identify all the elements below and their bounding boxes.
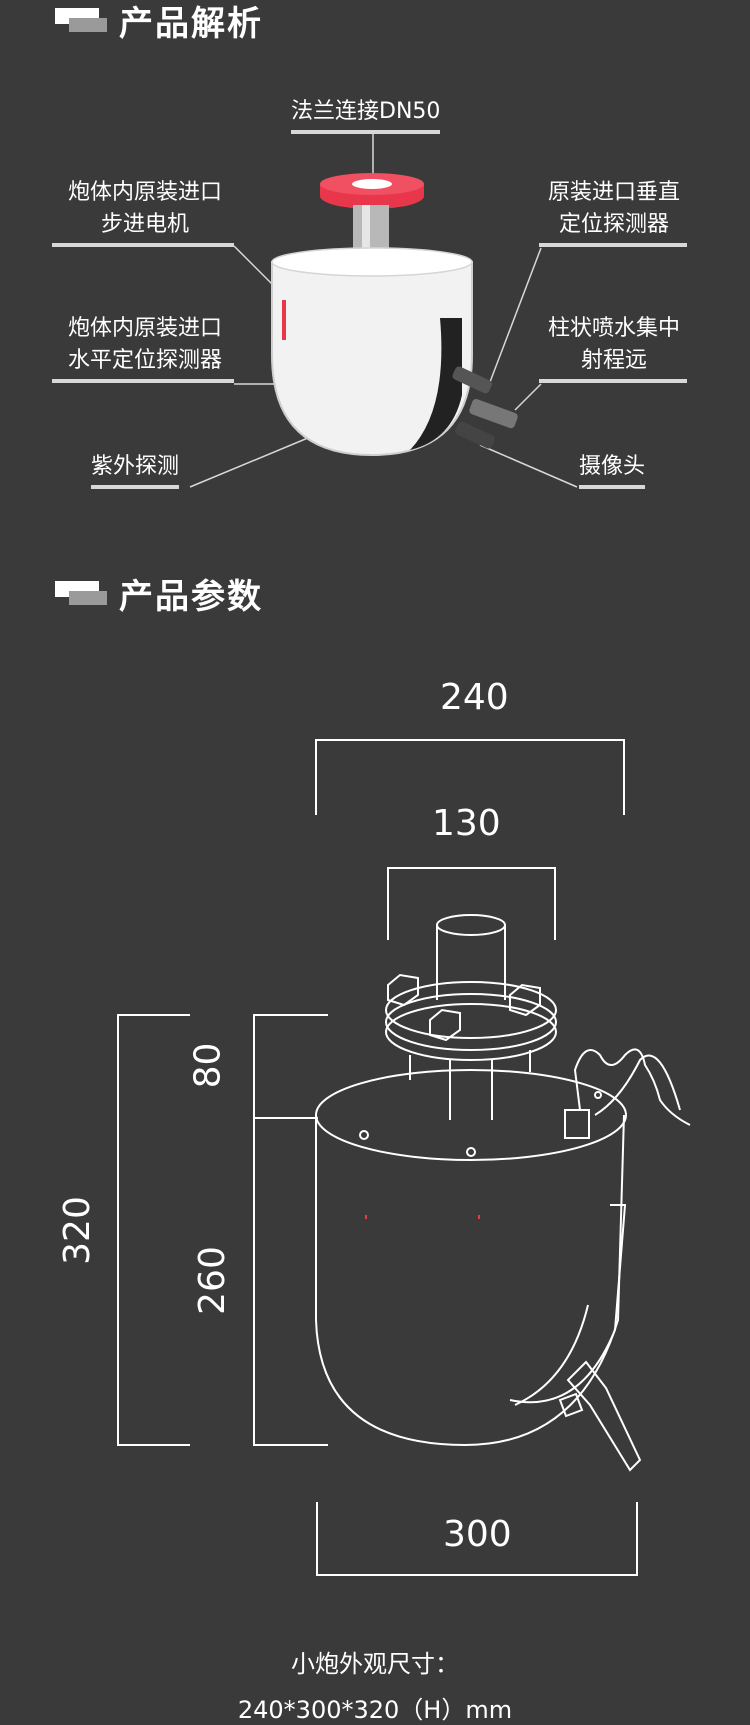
label-horizontal-line1: 炮体内原装进口 <box>67 316 222 341</box>
label-vertical-line2: 定位探测器 <box>558 212 669 237</box>
label-underline <box>52 379 234 383</box>
dim-height-body: 260 <box>191 1246 233 1315</box>
label-camera: 摄像头 <box>579 451 646 489</box>
label-jet: 柱状喷水集中 射程远 <box>539 313 687 383</box>
label-jet-line1: 柱状喷水集中 <box>547 316 680 341</box>
label-underline <box>539 379 687 383</box>
section-bar-icon <box>55 8 107 32</box>
label-vertical-line1: 原装进口垂直 <box>547 180 680 205</box>
label-horizontal-line2: 水平定位探测器 <box>67 348 222 373</box>
section-header-analysis: 产品解析 <box>55 0 263 44</box>
label-vertical: 原装进口垂直 定位探测器 <box>539 177 687 247</box>
label-uv: 紫外探测 <box>91 451 180 489</box>
label-motor: 炮体内原装进口 步进电机 <box>52 177 234 247</box>
dim-height-total: 320 <box>56 1196 98 1265</box>
label-flange: 法兰连接DN50 <box>291 96 441 134</box>
label-underline <box>539 243 687 247</box>
dim-bottom-width: 300 <box>443 1514 512 1555</box>
label-underline <box>52 243 234 247</box>
product-illustration <box>189 133 578 488</box>
label-underline <box>579 485 646 489</box>
label-camera-text: 摄像头 <box>579 454 646 479</box>
label-underline <box>291 130 441 134</box>
label-motor-line1: 炮体内原装进口 <box>67 180 222 205</box>
section-header-params: 产品参数 <box>55 573 263 617</box>
label-underline <box>91 485 180 489</box>
label-motor-line2: 步进电机 <box>100 212 189 237</box>
label-uv-text: 紫外探测 <box>91 454 180 479</box>
dim-top-width: 240 <box>440 677 509 718</box>
label-horizontal: 炮体内原装进口 水平定位探测器 <box>52 313 234 383</box>
section-title-analysis: 产品解析 <box>119 3 263 44</box>
dim-flange-width: 130 <box>432 803 501 844</box>
caption-line2: 240*300*320（H）mm <box>237 1696 513 1724</box>
label-jet-line2: 射程远 <box>580 348 647 373</box>
section-title-params: 产品参数 <box>119 576 263 617</box>
label-flange-text: 法兰连接DN50 <box>291 99 441 124</box>
section-bar-icon <box>55 581 107 605</box>
caption-line1: 小炮外观尺寸： <box>291 1650 459 1678</box>
dim-height-top: 80 <box>187 1042 229 1089</box>
